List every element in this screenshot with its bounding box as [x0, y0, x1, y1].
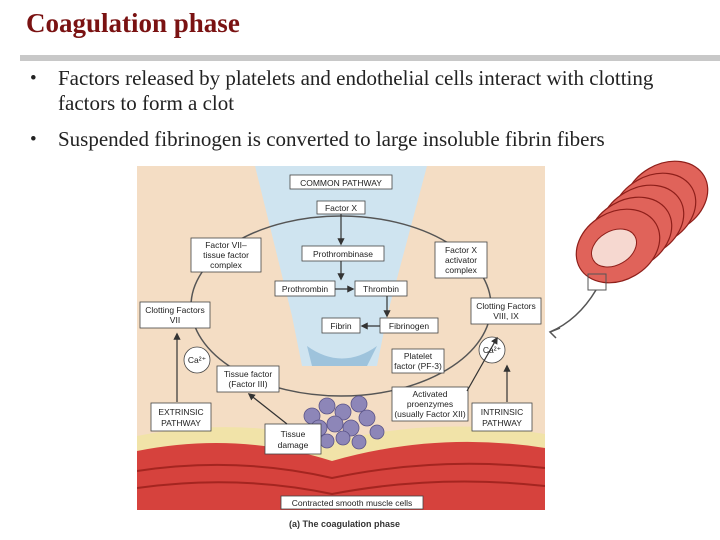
- bullet-item: • Factors released by platelets and endot…: [30, 66, 700, 116]
- muscle-stripes: [136, 462, 546, 496]
- activated-proenzymes-label: Activated: [413, 389, 448, 399]
- bullet-icon: •: [30, 129, 37, 150]
- bullet-list: • Factors released by platelets and endot…: [30, 66, 700, 163]
- thrombin-label: Thrombin: [363, 284, 399, 294]
- tissue-damage-label: Tissue: [281, 429, 306, 439]
- prothrombinase-label: Prothrombinase: [313, 249, 373, 259]
- intrinsic-label: INTRINSIC: [481, 407, 524, 417]
- clotting-vii-label: VII: [170, 315, 180, 325]
- clotting-viii-ix-label: Clotting Factors: [476, 301, 536, 311]
- fibrinogen-label: Fibrinogen: [389, 321, 429, 331]
- arrow-tissue-up: [247, 393, 288, 425]
- vessel-rings: [575, 160, 709, 284]
- factor-x-activator-label: Factor X: [445, 245, 477, 255]
- tissue-factor-label: Tissue factor: [224, 369, 273, 379]
- bullet-text: Factors released by platelets and endoth…: [58, 66, 654, 115]
- intrinsic-box: [471, 402, 533, 432]
- thrombin-box: [354, 280, 408, 297]
- figure-caption: (a) The coagulation phase: [289, 519, 401, 529]
- arrow-proenzymes-up: [466, 336, 498, 392]
- extrinsic-label: PATHWAY: [161, 418, 201, 428]
- factor-x-activator-label: complex: [445, 265, 477, 275]
- clotting-viii-ix-box: [470, 297, 542, 325]
- smooth-muscle-box: [280, 495, 424, 510]
- platelet-factor-label: factor (PF-3): [394, 361, 442, 371]
- slide-title: Coagulation phase: [26, 8, 240, 38]
- ca-right-label: Ca²⁺: [483, 345, 501, 355]
- tissue-damage-box: [264, 423, 322, 455]
- clotting-vii-box: [139, 301, 211, 329]
- common-pathway-label: COMMON PATHWAY: [300, 178, 382, 188]
- factor-vii-tf-box: [190, 237, 262, 273]
- clotting-viii-ix-label: VIII, IX: [493, 311, 519, 321]
- factor-vii-tf-label: tissue factor: [203, 250, 249, 260]
- factor-x-activator-box: [434, 241, 488, 279]
- fibrin-box: [321, 317, 361, 334]
- title-divider: [20, 55, 720, 61]
- factor-vii-tf-label: complex: [210, 260, 242, 270]
- tissue-damage-label: damage: [278, 440, 309, 450]
- vessel-lumen: [591, 228, 637, 268]
- tissue-factor-box: [216, 365, 280, 393]
- activated-proenzymes-label: proenzymes: [407, 399, 453, 409]
- ca-left-circle: [183, 346, 211, 374]
- platelet-factor-label: Platelet: [404, 351, 433, 361]
- factor-vii-tf-label: Factor VII–: [205, 240, 247, 250]
- intrinsic-label: PATHWAY: [482, 418, 522, 428]
- zoom-arrow: [548, 289, 597, 339]
- fibrin-label: Fibrin: [330, 321, 352, 331]
- bullet-icon: •: [30, 68, 37, 89]
- blood-vessel-illustration: [548, 160, 720, 350]
- smooth-muscle-label: Contracted smooth muscle cells: [292, 498, 412, 508]
- activated-proenzymes-box: [391, 386, 469, 422]
- bullet-text: Suspended fibrinogen is converted to lar…: [58, 127, 605, 151]
- factor-x-label: Factor X: [325, 203, 357, 213]
- ca-left-label: Ca²⁺: [188, 355, 206, 365]
- bullet-item: • Suspended fibrinogen is converted to la…: [30, 127, 700, 152]
- vessel-zoom-box: [587, 273, 607, 291]
- extrinsic-box: [150, 402, 212, 432]
- coagulation-diagram: COMMON PATHWAY Factor X Factor VII– tiss…: [136, 166, 546, 510]
- factor-x-activator-label: activator: [445, 255, 477, 265]
- clotting-vii-label: Clotting Factors: [145, 305, 205, 315]
- prothrombinase-box: [301, 245, 385, 262]
- platelet-factor-box: [391, 348, 445, 374]
- extrinsic-label: EXTRINSIC: [158, 407, 203, 417]
- common-pathway-box: [289, 174, 393, 190]
- funnel-water: [307, 346, 377, 366]
- prothrombin-label: Prothrombin: [282, 284, 329, 294]
- activated-proenzymes-label: (usually Factor XII): [394, 409, 465, 419]
- tissue-factor-label: (Factor III): [228, 379, 267, 389]
